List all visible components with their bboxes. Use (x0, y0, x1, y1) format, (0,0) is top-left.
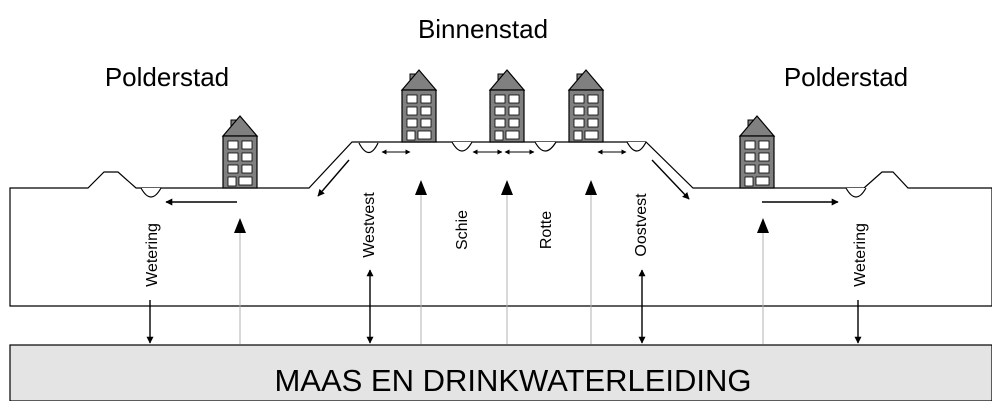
label-wetering-right: Wetering (852, 223, 869, 287)
dip-rotte (534, 141, 557, 152)
label-polderstad-left: Polderstad (105, 62, 229, 92)
house-center-2 (489, 69, 525, 143)
label-westvest: Westvest (361, 192, 378, 258)
base-label: MAAS EN DRINKWATERLEIDING (274, 363, 751, 398)
dip-schie (451, 141, 473, 152)
house-center-3 (568, 69, 604, 143)
slope-arrow-left (317, 159, 350, 197)
label-schie: Schie (454, 210, 471, 250)
slope-arrow-right (651, 159, 690, 200)
house-left (222, 115, 258, 189)
channel-dips (140, 141, 867, 198)
label-rotte: Rotte (538, 211, 555, 249)
label-polderstad-right: Polderstad (784, 62, 908, 92)
label-oostvest: Oostvest (633, 193, 650, 257)
dip-wetering-left (140, 187, 162, 198)
ground-body (9, 141, 992, 307)
dip-wetering-right (845, 187, 867, 198)
dip-westvest (358, 142, 379, 154)
house-right (739, 115, 775, 189)
maas-base (9, 344, 992, 401)
house-center-1 (401, 69, 437, 143)
dip-oostvest (626, 141, 647, 152)
title-binnenstad: Binnenstad (418, 14, 548, 44)
seepage-lines (239, 194, 764, 344)
label-wetering-left: Wetering (144, 223, 161, 287)
seepage-arrowheads (234, 180, 769, 233)
